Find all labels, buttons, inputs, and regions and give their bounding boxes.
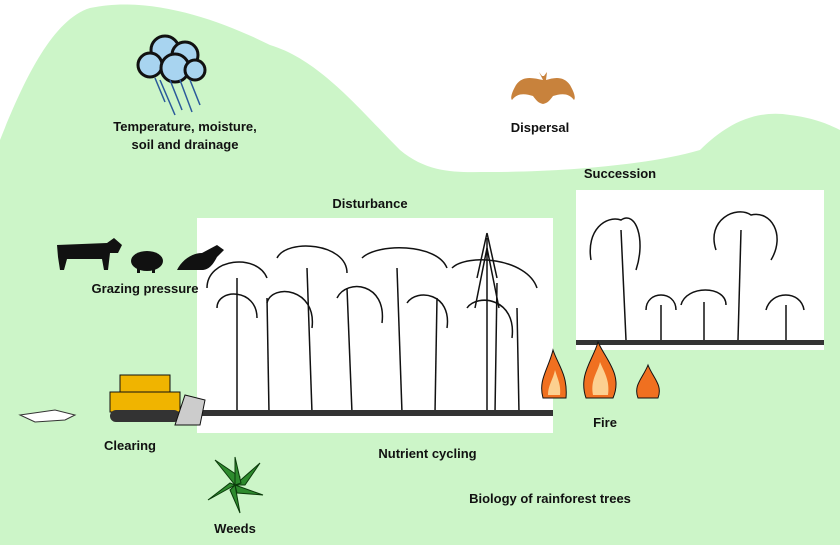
rainforest-trees-drawing xyxy=(197,232,553,416)
succession-panel xyxy=(576,190,824,350)
rainforest-panel xyxy=(197,218,553,433)
rain-cloud-icon xyxy=(136,34,207,116)
fire-label: Fire xyxy=(593,415,617,430)
climate-label: Temperature, moisture, soil and drainage xyxy=(95,118,275,154)
disturbance-label: Disturbance xyxy=(332,196,408,211)
climate-label-line2: soil and drainage xyxy=(131,137,239,152)
dispersal-label: Dispersal xyxy=(510,120,570,135)
succession-label: Succession xyxy=(583,166,657,181)
succession-trees-drawing xyxy=(576,211,824,345)
climate-label-line1: Temperature, moisture, xyxy=(113,119,257,134)
grazing-pressure-label: Grazing pressure xyxy=(91,281,199,296)
nutrient-cycling-label: Nutrient cycling xyxy=(378,446,477,461)
weeds-label: Weeds xyxy=(214,521,256,536)
weed-icon xyxy=(207,456,264,514)
clearing-label: Clearing xyxy=(103,438,156,453)
grazing-animals-icon xyxy=(57,238,224,273)
bat-icon xyxy=(511,72,575,104)
biology-label: Biology of rainforest trees xyxy=(469,491,631,506)
bulldozer-icon xyxy=(18,374,206,426)
fire-icon xyxy=(541,340,660,399)
